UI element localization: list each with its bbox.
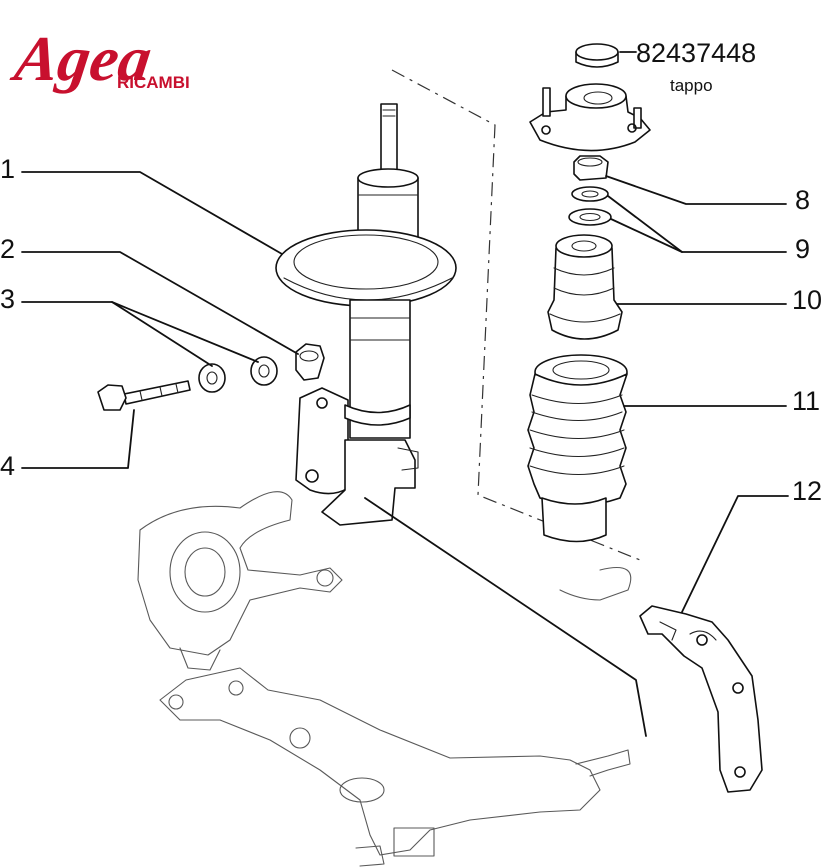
callout-9: 9 [795,234,810,264]
bracket-12 [639,605,763,793]
centerline-frame [391,69,641,561]
nut-2 [295,343,325,381]
callout-12: 12 [792,476,822,506]
washers-3 [198,356,278,393]
part-code: 82437448 [636,38,756,68]
callout-11: 11 [792,386,820,416]
callout-3: 3 [0,284,15,314]
logo-subtitle: RICAMBI [117,73,190,92]
lower-suspension-background [137,491,632,867]
callout-8: 8 [795,185,810,215]
part-label: tappo [670,76,713,95]
bump-stop-10 [547,234,623,340]
washers-9 [568,186,612,226]
shock-absorber-strut [275,103,457,526]
callout-1: 1 [0,154,15,184]
callout-10: 10 [792,285,822,315]
leader-lines [21,51,789,737]
cap-tappo [575,43,619,68]
callout-2: 2 [0,234,15,264]
agea-logo: Agea RICAMBI [7,23,190,94]
logo-brand: Agea [7,23,156,94]
dust-boot-11 [527,354,628,543]
callout-4: 4 [0,451,15,481]
upper-strut-mount [529,83,651,152]
bolt-4 [97,380,191,411]
nut-8 [573,155,609,181]
